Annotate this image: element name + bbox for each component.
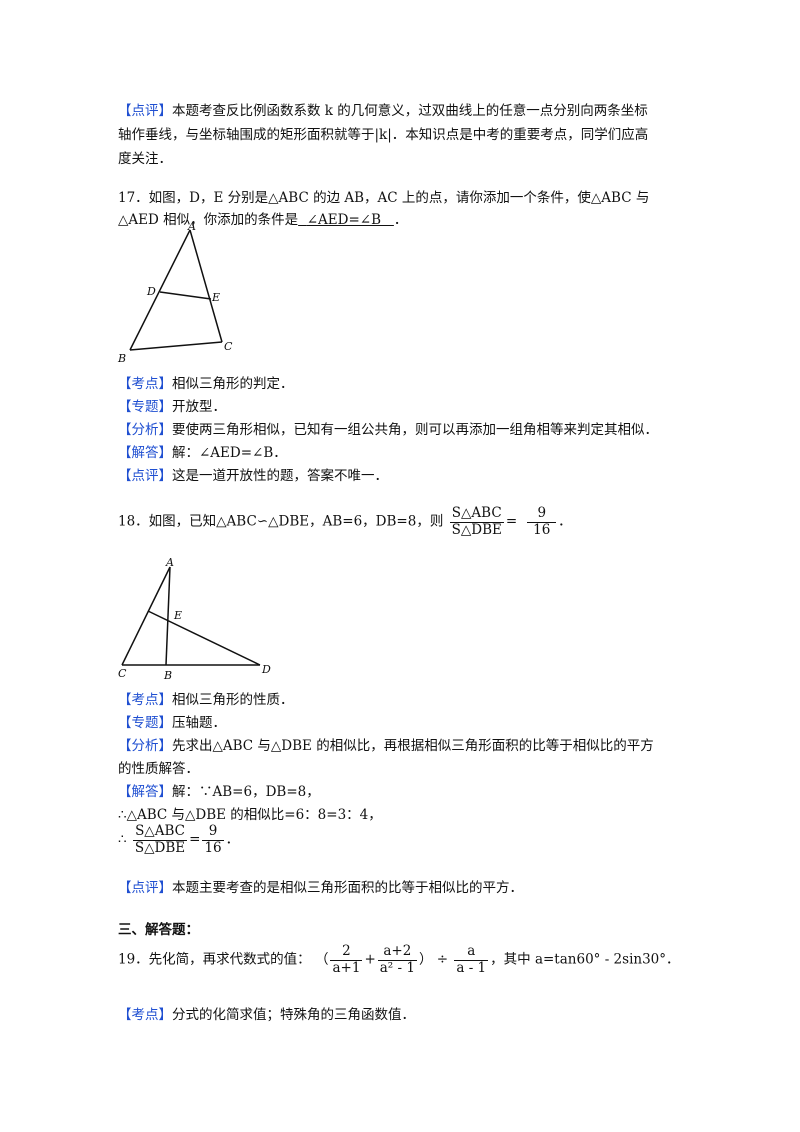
q18-area-fraction: S△ABC S△DBE <box>449 505 504 538</box>
q17-label-b: B <box>117 352 126 365</box>
q17-topic: 【专题】开放型． <box>118 399 226 415</box>
q18-analysis-1: 【分析】先求出△ABC 与△DBE 的相似比，再根据相似三角形面积的比等于相似比… <box>118 738 654 754</box>
q17-label-c: C <box>224 340 233 353</box>
q18-answer-2: ∴△ABC 与△DBE 的相似比=6：8=3：4， <box>118 807 382 823</box>
q17-line-2-post: ． <box>393 212 408 228</box>
intro-text-1: 本题考查反比例函数系数 k 的几何意义，过双曲线上的任意一点分别向两条坐标 <box>172 103 648 119</box>
q17-line-2: △AED 相似，你添加的条件是 ∠AED=∠B ． <box>118 208 407 228</box>
q17-point: 【考点】相似三角形的判定． <box>118 376 294 392</box>
q17-line-1: 17．如图，D，E 分别是△ABC 的边 AB，AC 上的点，请你添加一个条件，… <box>118 190 650 206</box>
q18-result: ∴ S△ABC S△DBE = 9 16 ． <box>118 823 240 856</box>
q19-fraction-1: 2 a+1 <box>330 943 363 976</box>
q18-answer-1: 【解答】解：∵AB=6，DB=8， <box>118 784 320 800</box>
q19-fraction-3: a a - 1 <box>454 943 489 976</box>
q18-label-c: C <box>118 667 127 680</box>
q19-fraction-2: a+2 a² - 1 <box>377 943 417 976</box>
q18-figure: A E C B D <box>118 556 271 682</box>
q18-side-ac <box>121 566 171 666</box>
intro-line-3: 度关注． <box>118 151 172 167</box>
q18-comment: 【点评】本题主要考查的是相似三角形面积的比等于相似比的平方． <box>118 880 523 896</box>
q18-answer-fraction: 9 16 <box>527 505 557 538</box>
intro-line-1: 【点评】本题考查反比例函数系数 k 的几何意义，过双曲线上的任意一点分别向两条坐… <box>118 99 648 119</box>
q18-side-ed <box>147 610 261 666</box>
q18-result-value: 9 16 <box>202 823 224 856</box>
q18-line-1-post: ． <box>558 513 572 530</box>
q17-label-e: E <box>211 291 220 304</box>
q18-topic: 【专题】压轴题． <box>118 715 226 731</box>
q18-label-a: A <box>165 556 174 569</box>
q18-label-d: D <box>261 663 271 676</box>
comment-tag: 【点评】 <box>118 103 172 119</box>
q17-label-a: A <box>187 220 196 233</box>
q19-line: 19．先化简，再求代数式的值： （ 2 a+1 + a+2 a² - 1 ） ÷… <box>118 943 680 976</box>
q18-line-1: 18．如图，已知△ABC∽△DBE，AB=6，DB=8，则 S△ABC S△DB… <box>118 505 572 538</box>
q17-label-d: D <box>146 285 156 298</box>
q17-side-bc <box>129 341 223 351</box>
q18-label-b: B <box>163 669 172 682</box>
q18-point: 【考点】相似三角形的性质． <box>118 692 294 708</box>
q19-point: 【考点】分式的化简求值；特殊角的三角函数值． <box>118 1007 415 1023</box>
q17-answer-line: 【解答】解：∠AED=∠B． <box>118 445 287 461</box>
q17-side-ab <box>129 229 191 351</box>
q17-side-ac <box>189 229 223 343</box>
q17-analysis: 【分析】要使两三角形相似，已知有一组公共角，则可以再添加一组角相等来判定其相似． <box>118 422 658 438</box>
q17-figure: A D E B C <box>117 220 233 365</box>
q18-side-ab <box>165 566 171 666</box>
q18-label-e: E <box>173 609 182 622</box>
q18-analysis-2: 的性质解答． <box>118 761 199 777</box>
q17-segment-de <box>159 291 212 300</box>
q17-answer-blank: ∠AED=∠B <box>298 212 394 228</box>
q18-equals: = <box>505 513 518 530</box>
section-3-title: 三、解答题： <box>118 922 199 938</box>
q18-result-fraction: S△ABC S△DBE <box>132 823 188 856</box>
q17-line-2-pre: △AED 相似，你添加的条件是 <box>118 212 299 228</box>
q18-line-1-pre: 18．如图，已知△ABC∽△DBE，AB=6，DB=8，则 <box>118 513 444 530</box>
q17-answer: ∠AED=∠B <box>306 212 381 228</box>
intro-line-2: 轴作垂线，与坐标轴围成的矩形面积就等于|k|．本知识点是中考的重要考点，同学们应… <box>118 127 649 143</box>
q17-comment: 【点评】这是一道开放性的题，答案不唯一． <box>118 468 388 484</box>
